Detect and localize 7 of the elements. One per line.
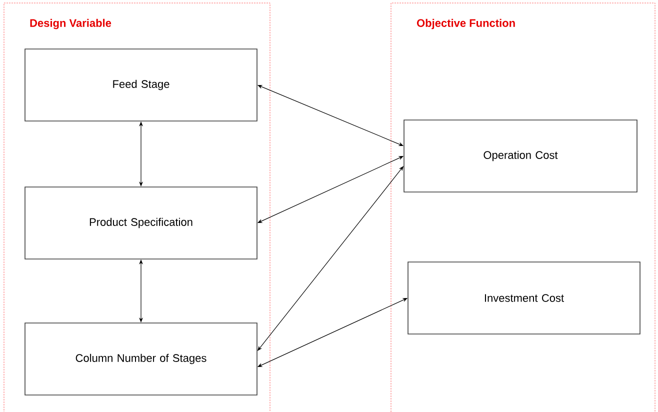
process-box: Column Number of Stages [24,322,258,396]
process-box: Feed Stage [24,48,258,122]
panel-title: Design Variable [30,18,112,30]
process-box: Product Specification [24,186,258,260]
panel-title: Objective Function [417,18,515,30]
process-box: Operation Cost [404,120,638,192]
process-box: Investment Cost [408,262,640,334]
